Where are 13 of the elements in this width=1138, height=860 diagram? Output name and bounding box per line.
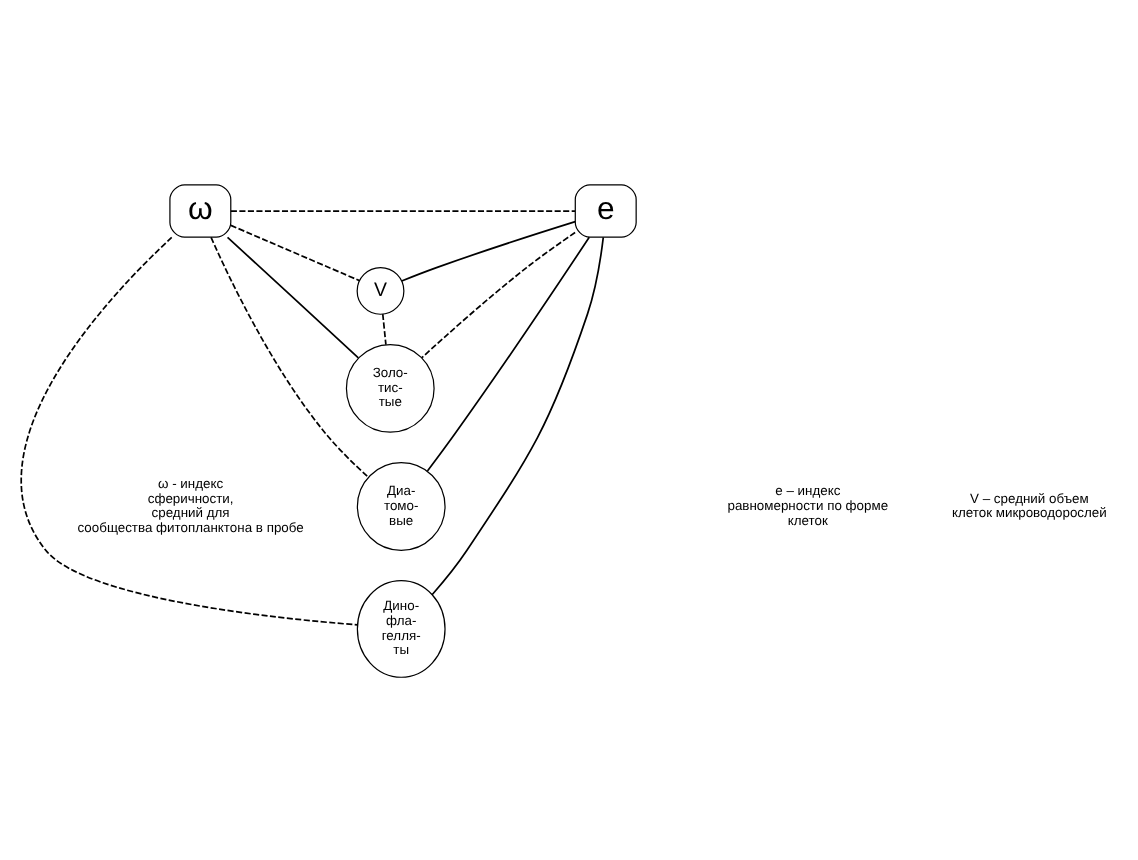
node-box: e xyxy=(574,183,637,237)
connector xyxy=(230,223,361,281)
node-circle: V xyxy=(356,265,405,314)
connector xyxy=(226,235,360,358)
connector xyxy=(21,235,359,625)
connector xyxy=(230,209,576,211)
connector xyxy=(431,235,605,595)
connector xyxy=(381,312,387,345)
connector xyxy=(400,219,577,281)
node-box: ω xyxy=(169,183,232,237)
connector xyxy=(421,230,576,358)
connector xyxy=(426,235,591,471)
connector xyxy=(210,235,369,477)
